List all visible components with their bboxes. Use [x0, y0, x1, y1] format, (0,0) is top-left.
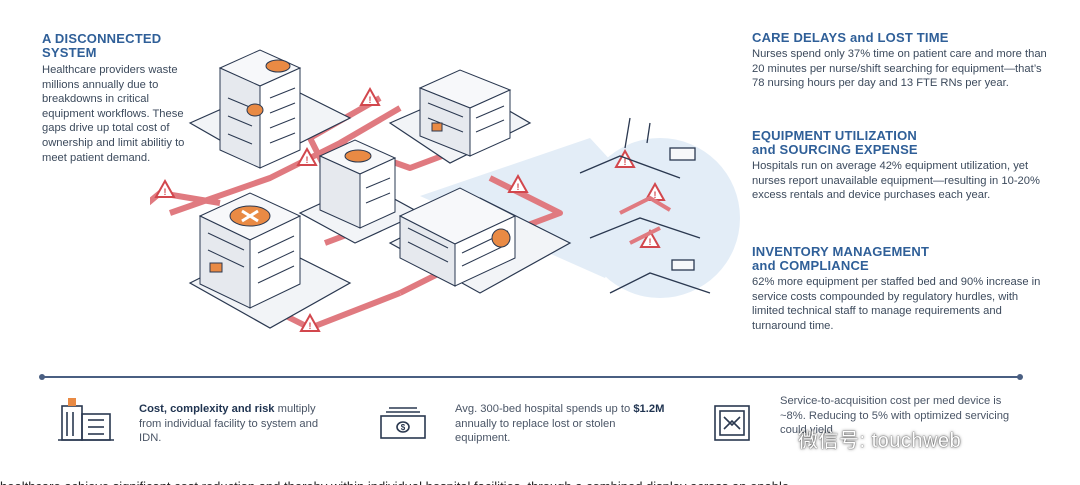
replacement-cost-post: annually to replace lost or stolen equip…: [455, 417, 616, 445]
equipment-utilization-title: EQUIPMENT UTILIZATION and SOURCING EXPEN…: [752, 128, 918, 157]
service-cost-text: Service-to-acquisition cost per med devi…: [780, 395, 1010, 437]
building-top-left: [218, 49, 302, 169]
inventory-management-title: INVENTORY MANAGEMENT and COMPLIANCE: [752, 244, 930, 273]
wechat-watermark: 微信号: touchweb: [798, 430, 962, 452]
svg-text:!: !: [517, 182, 520, 192]
section-divider: [39, 374, 1023, 380]
money-bill-icon: $: [380, 407, 426, 439]
zoom-circle: [580, 138, 740, 298]
replacement-cost-text: Avg. 300-bed hospital spends up to $1.2M…: [455, 402, 670, 446]
svg-text:!: !: [306, 155, 309, 165]
hospital-network-illustration: ! ! ! ! ! ! ! !: [150, 49, 740, 332]
interior-red-floor: [619, 195, 672, 245]
interior-floors: [579, 117, 711, 294]
care-delays-section: CARE DELAYS and LOST TIME Nurses spend o…: [752, 31, 1052, 91]
building-front-left: [198, 192, 302, 309]
care-delays-body: Nurses spend only 37% time on patient ca…: [752, 48, 1047, 90]
cut-off-caption: healthcare achieve significant cost redu…: [0, 476, 1080, 485]
care-delays-title: CARE DELAYS and LOST TIME: [752, 30, 949, 45]
svg-text:!: !: [624, 157, 627, 167]
building-front-right: [398, 187, 517, 287]
svg-text:!: !: [369, 95, 372, 105]
building-top-right: [418, 69, 512, 157]
equipment-utilization-section: EQUIPMENT UTILIZATION and SOURCING EXPEN…: [752, 129, 1052, 203]
intro-body: Healthcare providers waste millions annu…: [42, 64, 185, 164]
cost-complexity-rest: multiply from individual facility to sys…: [139, 403, 319, 445]
svg-text:$: $: [401, 423, 406, 432]
replacement-cost-amount: $1.2M: [633, 403, 665, 415]
building-center: [318, 139, 397, 229]
replacement-cost-pre: Avg. 300-bed hospital spends up to: [455, 403, 634, 415]
svg-text:!: !: [309, 321, 312, 331]
equipment-utilization-body: Hospitals run on average 42% equipment u…: [752, 160, 1040, 202]
cost-complexity-text: Cost, complexity and risk multiply from …: [139, 402, 339, 446]
svg-text:!: !: [654, 190, 657, 200]
svg-text:!: !: [649, 237, 652, 247]
inventory-management-section: INVENTORY MANAGEMENT and COMPLIANCE 62% …: [752, 245, 1052, 333]
hospital-building-icon: [58, 398, 114, 441]
intro-title: A DISCONNECTED SYSTEM: [42, 31, 162, 60]
intro-section: A DISCONNECTED SYSTEM Healthcare provide…: [42, 32, 192, 165]
cost-complexity-bold: Cost, complexity and risk: [139, 403, 275, 415]
svg-text:!: !: [164, 187, 167, 197]
medical-device-icon: [714, 405, 750, 441]
inventory-management-body: 62% more equipment per staffed bed and 9…: [752, 276, 1041, 332]
